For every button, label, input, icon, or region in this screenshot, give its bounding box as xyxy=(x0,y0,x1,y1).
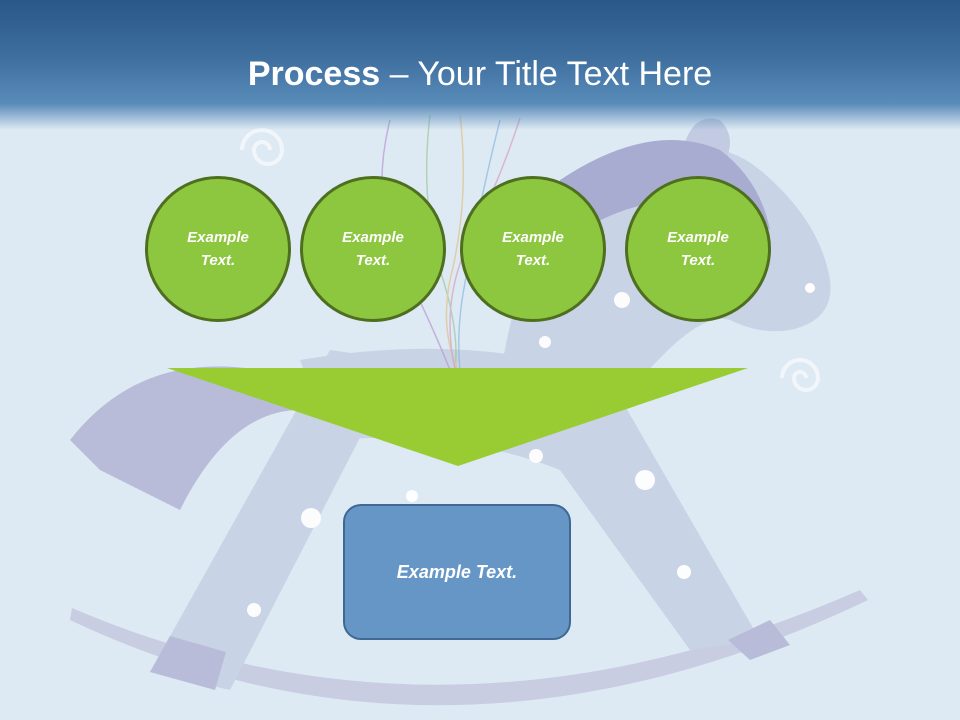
step-2-line2: Text. xyxy=(355,252,391,269)
step-4-line1: Example xyxy=(667,229,729,246)
rocker xyxy=(70,590,868,706)
step-1-line2: Text. xyxy=(200,252,236,269)
page-title: Process – Your Title Text Here xyxy=(0,52,960,96)
result-label: Example Text. xyxy=(396,561,518,582)
result-box: Example Text. xyxy=(343,504,571,640)
hoof-back xyxy=(150,636,226,690)
step-4-line2: Text. xyxy=(680,252,716,269)
header-band xyxy=(0,0,960,130)
step-3-line1: Example xyxy=(502,229,564,246)
hoof-front xyxy=(728,620,790,660)
step-2-line1: Example xyxy=(342,229,404,246)
swirl-decorations xyxy=(240,128,821,392)
title-bold: Process xyxy=(247,55,381,93)
title-rest: – Your Title Text Here xyxy=(380,55,713,93)
step-3-line2: Text. xyxy=(515,252,551,269)
horse-eye xyxy=(805,283,815,293)
step-1-line1: Example xyxy=(187,229,249,246)
